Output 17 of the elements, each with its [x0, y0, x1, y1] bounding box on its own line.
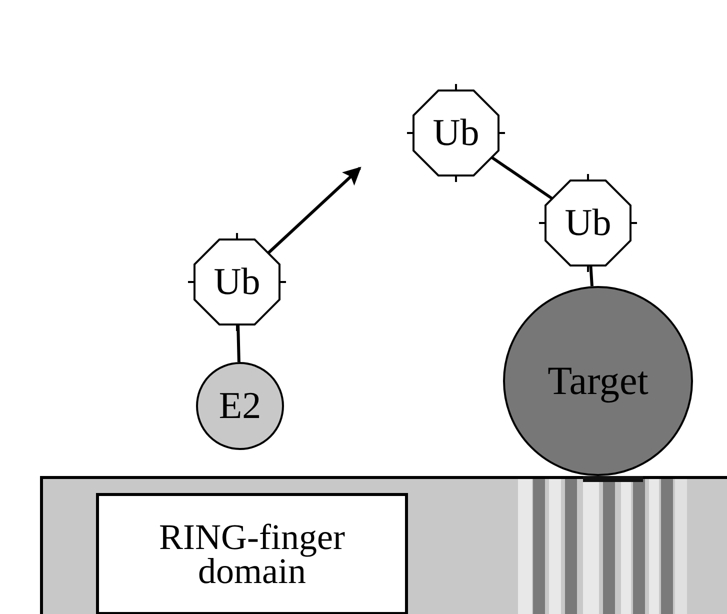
node-label: Target	[548, 361, 648, 401]
connector-line	[589, 265, 594, 286]
arrow	[267, 166, 362, 254]
node-label: Ub	[432, 114, 480, 152]
ubiquitin-octagon	[542, 177, 634, 269]
node-label: E2	[218, 387, 262, 425]
connector-line	[236, 324, 240, 362]
ligase-bar	[40, 476, 727, 614]
domain-label-box	[96, 493, 408, 614]
node-label: Ub	[214, 263, 260, 301]
node-label: Ub	[564, 204, 612, 242]
e2-enzyme-circle	[196, 362, 284, 450]
target-protein-circle	[503, 286, 693, 476]
ubiquitin-octagon	[191, 236, 283, 328]
connector-line	[490, 156, 554, 200]
node-label: RING-finger domain	[158, 520, 346, 588]
ubiquitin-octagon	[410, 87, 502, 179]
